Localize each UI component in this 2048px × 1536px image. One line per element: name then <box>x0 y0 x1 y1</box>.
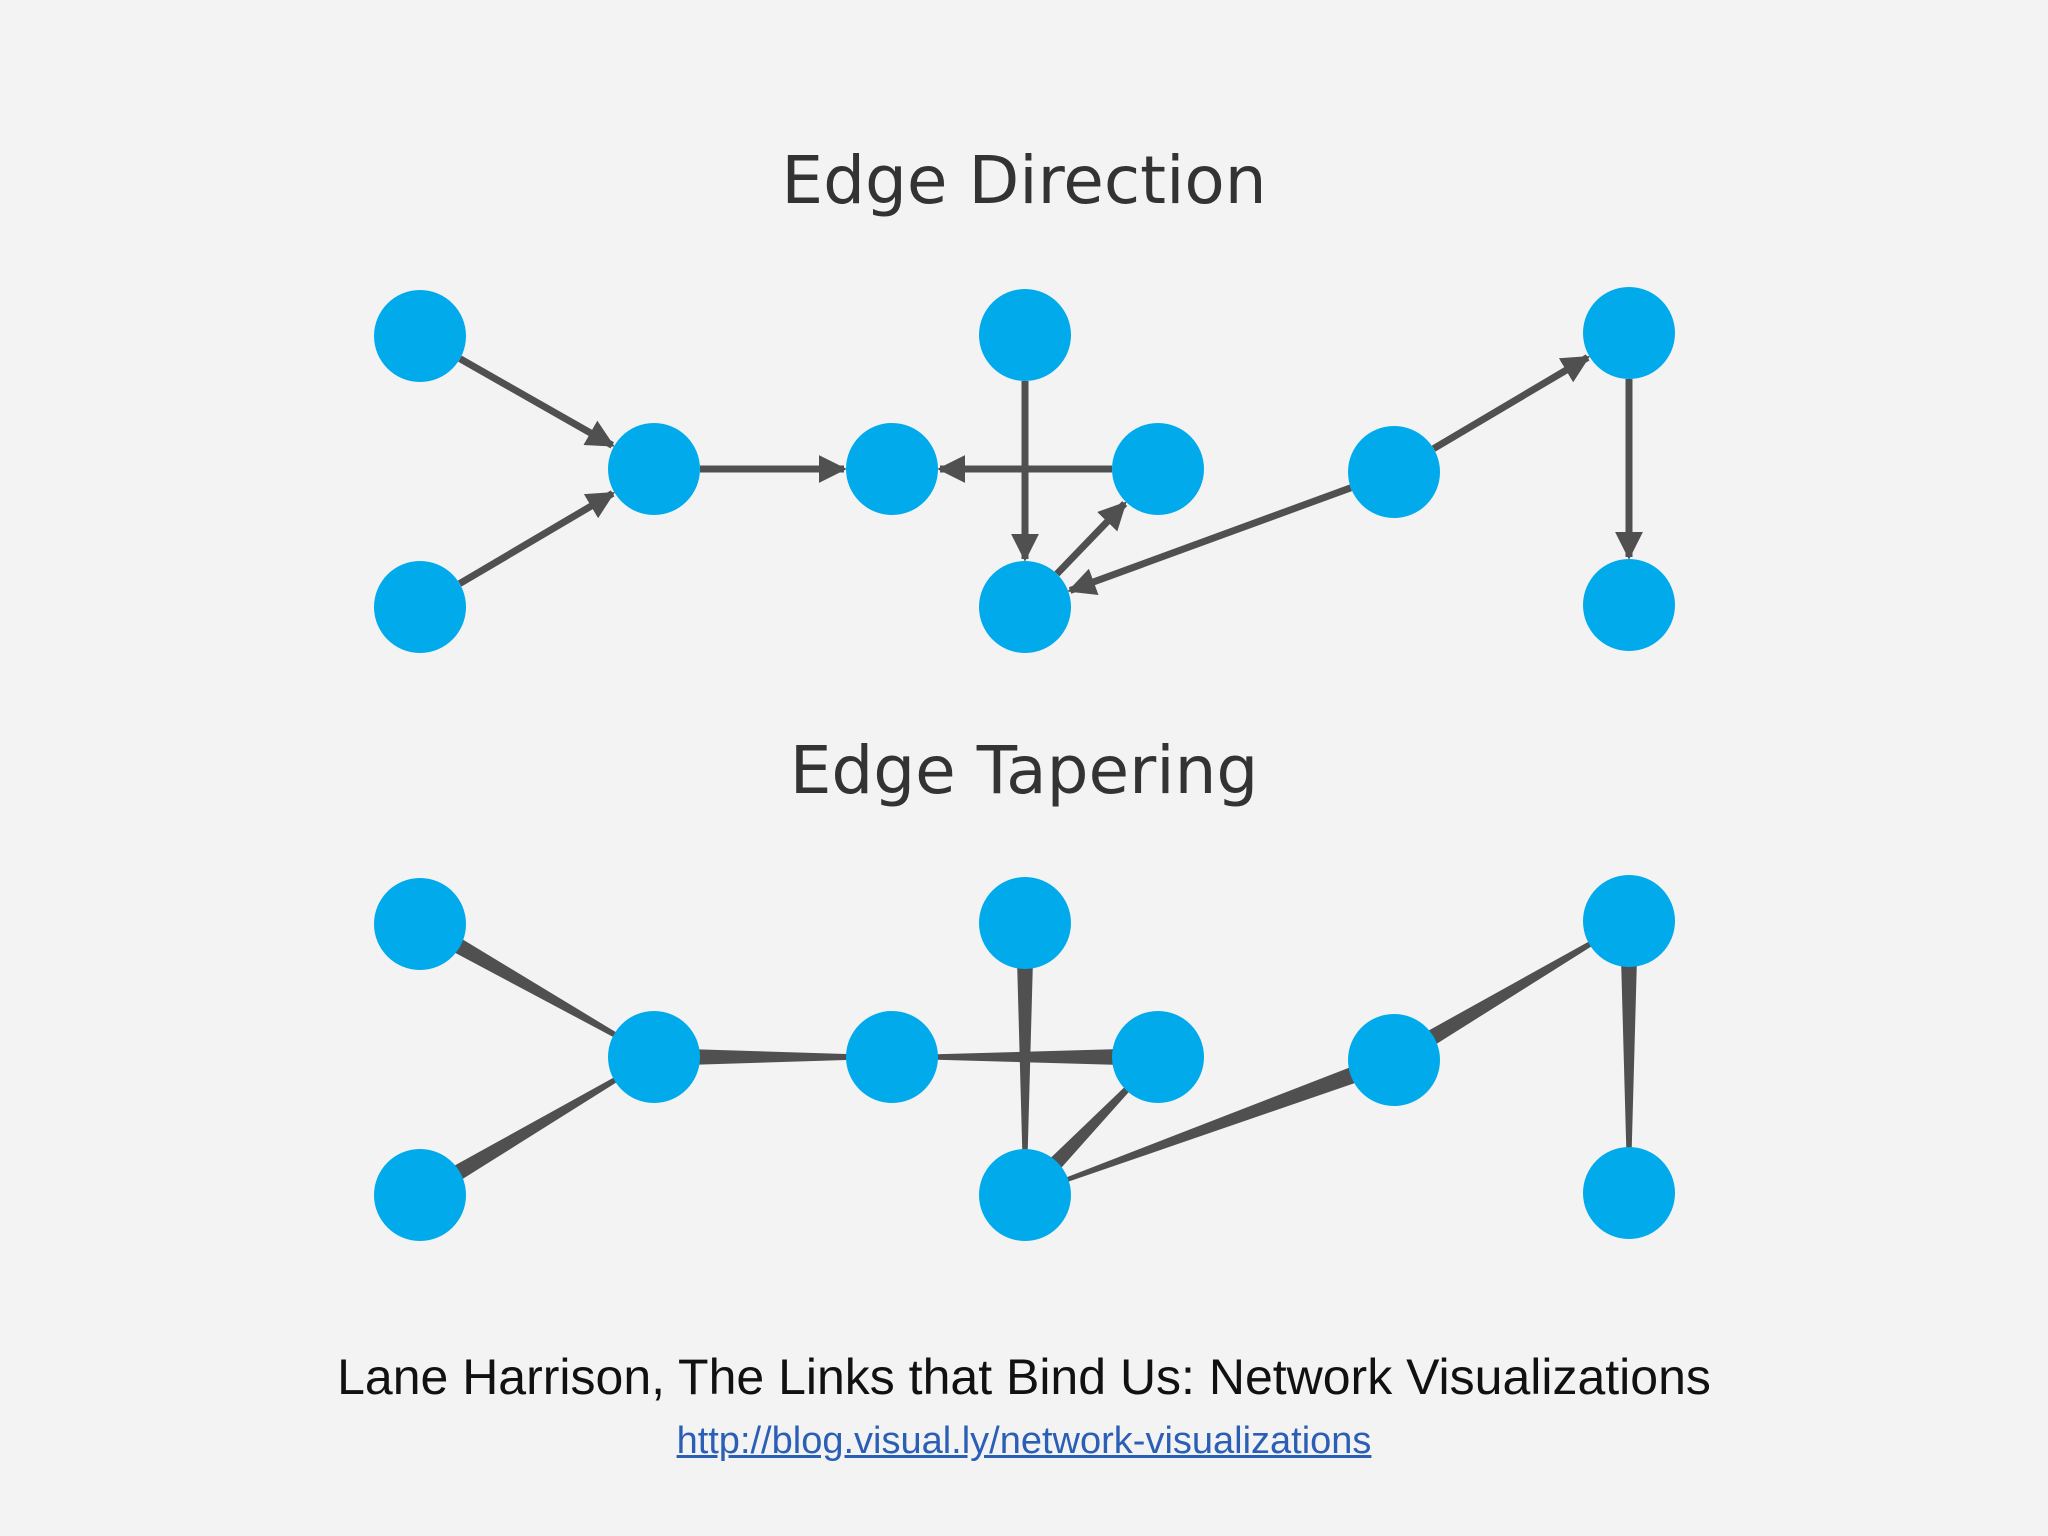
arrow-edge-g-e <box>1054 501 1128 577</box>
direction-node-d <box>846 423 938 515</box>
edge-direction-title: Edge Direction <box>781 142 1267 219</box>
arrow-edge-b-c <box>457 490 616 587</box>
tapered-edge-b-c <box>415 1055 655 1203</box>
direction-node-h <box>1348 426 1440 518</box>
tapering-node-j <box>1583 1147 1675 1239</box>
tapered-edge-f-g <box>1016 923 1034 1195</box>
edge-tapering-title: Edge Tapering <box>789 732 1259 809</box>
tapered-edge-a-c <box>415 916 655 1059</box>
tapering-node-d <box>846 1011 938 1103</box>
tapering-node-e <box>1112 1011 1204 1103</box>
tapering-node-c <box>608 1011 700 1103</box>
arrow-edge-h-g <box>1067 484 1353 595</box>
direction-node-a <box>374 290 466 382</box>
direction-nodes <box>374 287 1675 653</box>
tapering-node-i <box>1583 875 1675 967</box>
arrow-edge-h-i <box>1431 354 1591 452</box>
tapering-node-f <box>979 877 1071 969</box>
tapered-edge-h-g <box>1024 1051 1398 1197</box>
tapering-node-h <box>1348 1014 1440 1106</box>
direction-node-e <box>1112 423 1204 515</box>
citation-text: Lane Harrison, The Links that Bind Us: N… <box>337 1349 1711 1405</box>
tapering-node-b <box>374 1149 466 1241</box>
tapering-node-g <box>979 1149 1071 1241</box>
source-link[interactable]: http://blog.visual.ly/network-visualizat… <box>676 1420 1372 1462</box>
direction-node-f <box>979 289 1071 381</box>
direction-node-j <box>1583 559 1675 651</box>
tapered-edge-i-j <box>1620 921 1638 1193</box>
arrow-edge-a-c <box>458 355 615 449</box>
tapered-edge-c-d <box>654 1048 892 1066</box>
direction-node-i <box>1583 287 1675 379</box>
tapering-node-a <box>374 878 466 970</box>
direction-node-c <box>608 423 700 515</box>
direction-node-b <box>374 561 466 653</box>
direction-edges <box>457 354 1643 595</box>
edge-direction-graph <box>374 287 1675 653</box>
edge-tapering-graph <box>374 875 1675 1241</box>
tapered-edge-h-i <box>1389 919 1630 1068</box>
tapering-nodes <box>374 875 1675 1241</box>
direction-node-g <box>979 561 1071 653</box>
